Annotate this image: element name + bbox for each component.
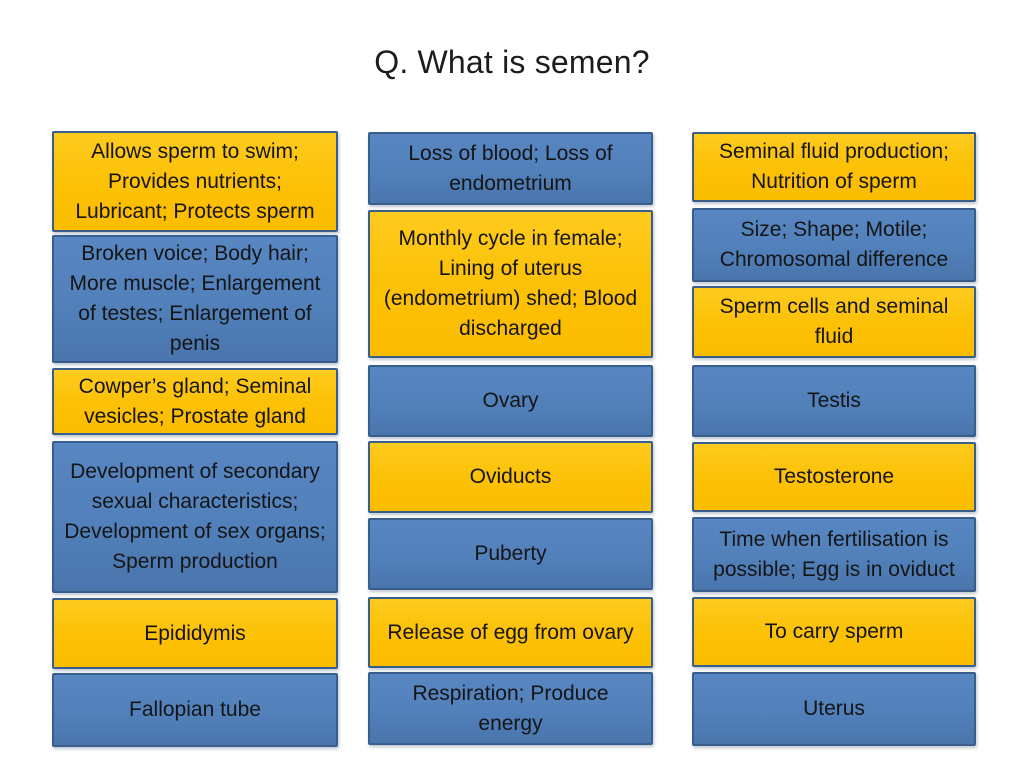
answer-box[interactable]: Loss of blood; Loss of endometrium bbox=[368, 132, 653, 205]
answer-box-label: Puberty bbox=[474, 542, 547, 565]
answer-box[interactable]: Broken voice; Body hair; More muscle; En… bbox=[52, 235, 338, 363]
answer-box-label: Uterus bbox=[803, 697, 865, 720]
answer-box-label: Testis bbox=[807, 389, 861, 412]
answer-box-label: Broken voice; Body hair; More muscle; En… bbox=[69, 242, 321, 355]
answer-box[interactable]: Size; Shape; Motile; Chromosomal differe… bbox=[692, 208, 976, 282]
answer-box-label: Respiration; Produce energy bbox=[412, 681, 609, 735]
answer-box-label: Loss of blood; Loss of endometrium bbox=[408, 141, 613, 195]
answer-box[interactable]: Epididymis bbox=[52, 598, 338, 669]
answer-box-label: Monthly cycle in female; Lining of uteru… bbox=[383, 227, 638, 340]
answer-box-label: Fallopian tube bbox=[129, 698, 261, 721]
answer-box[interactable]: Fallopian tube bbox=[52, 673, 338, 747]
answer-box[interactable]: Development of secondary sexual characte… bbox=[52, 441, 338, 593]
answer-box[interactable]: Testis bbox=[692, 365, 976, 437]
answer-box-label: Epididymis bbox=[144, 621, 246, 645]
answer-box[interactable]: Ovary bbox=[368, 365, 653, 437]
answer-box[interactable]: Seminal fluid production; Nutrition of s… bbox=[692, 132, 976, 202]
answer-box[interactable]: Time when fertilisation is possible; Egg… bbox=[692, 517, 976, 592]
slide-title: Q. What is semen? bbox=[374, 44, 650, 80]
answer-box[interactable]: Monthly cycle in female; Lining of uteru… bbox=[368, 210, 653, 358]
answer-box-label: Development of secondary sexual characte… bbox=[64, 460, 326, 573]
answer-box-label: Sperm cells and seminal fluid bbox=[719, 295, 949, 348]
answer-box[interactable]: Sperm cells and seminal fluid bbox=[692, 286, 976, 358]
answer-box[interactable]: Cowper’s gland; Seminal vesicles; Prosta… bbox=[52, 368, 338, 435]
answer-box-label: Ovary bbox=[482, 389, 539, 412]
answer-box[interactable]: Uterus bbox=[692, 672, 976, 746]
answer-box[interactable]: Oviducts bbox=[368, 441, 653, 513]
answer-box[interactable]: Respiration; Produce energy bbox=[368, 672, 653, 745]
answer-box[interactable]: Puberty bbox=[368, 518, 653, 590]
answer-box-label: Testosterone bbox=[773, 465, 895, 488]
answer-box-label: Cowper’s gland; Seminal vesicles; Prosta… bbox=[78, 374, 312, 428]
answer-box-label: Seminal fluid production; Nutrition of s… bbox=[719, 140, 949, 193]
answer-box-label: To carry sperm bbox=[764, 620, 904, 643]
answer-box-label: Oviducts bbox=[469, 465, 552, 488]
answer-box[interactable]: To carry sperm bbox=[692, 597, 976, 667]
answer-box-label: Time when fertilisation is possible; Egg… bbox=[713, 527, 955, 581]
answer-box[interactable]: Allows sperm to swim; Provides nutrients… bbox=[52, 131, 338, 232]
answer-box-label: Size; Shape; Motile; Chromosomal differe… bbox=[719, 218, 949, 271]
answer-box[interactable]: Release of egg from ovary bbox=[368, 597, 653, 668]
answer-box[interactable]: Testosterone bbox=[692, 442, 976, 512]
answer-box-label: Allows sperm to swim; Provides nutrients… bbox=[75, 139, 315, 223]
answer-box-label: Release of egg from ovary bbox=[387, 620, 634, 644]
